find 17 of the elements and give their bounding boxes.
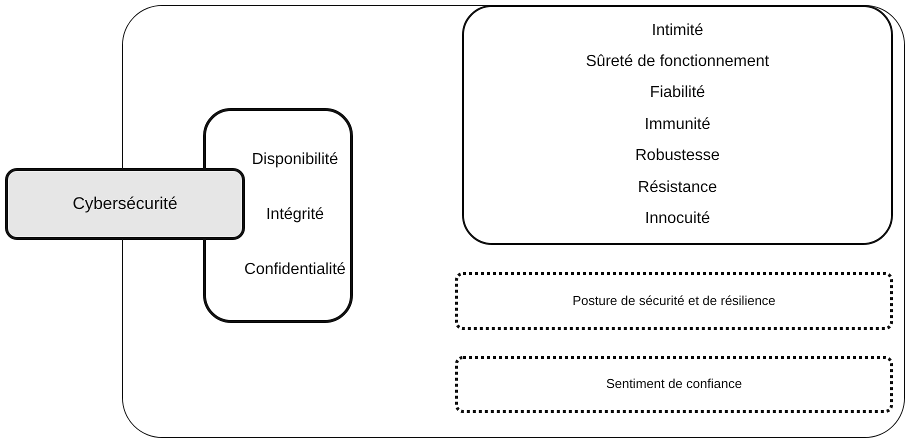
- box-label: Posture de sécurité et de résilience: [572, 294, 776, 308]
- dotted-box: [455, 356, 893, 413]
- property-label: Résistance: [638, 178, 718, 198]
- property-label: Confidentialité: [244, 261, 346, 280]
- property-box: [462, 5, 893, 245]
- property-label: Sûreté de fonctionnement: [586, 52, 770, 72]
- property-label: Disponibilité: [252, 151, 338, 170]
- dotted-box: [455, 272, 893, 330]
- property-label: Intégrité: [266, 206, 324, 225]
- property-label: Robustesse: [635, 147, 720, 166]
- property-label: Intimité: [652, 22, 704, 40]
- property-label: Innocuité: [645, 210, 710, 228]
- property-label: Immunité: [644, 116, 710, 134]
- box-label: Sentiment de confiance: [606, 377, 742, 392]
- title-box: [5, 168, 245, 240]
- box-title: Cybersécurité: [72, 194, 178, 214]
- property-label: Fiabilité: [650, 84, 706, 103]
